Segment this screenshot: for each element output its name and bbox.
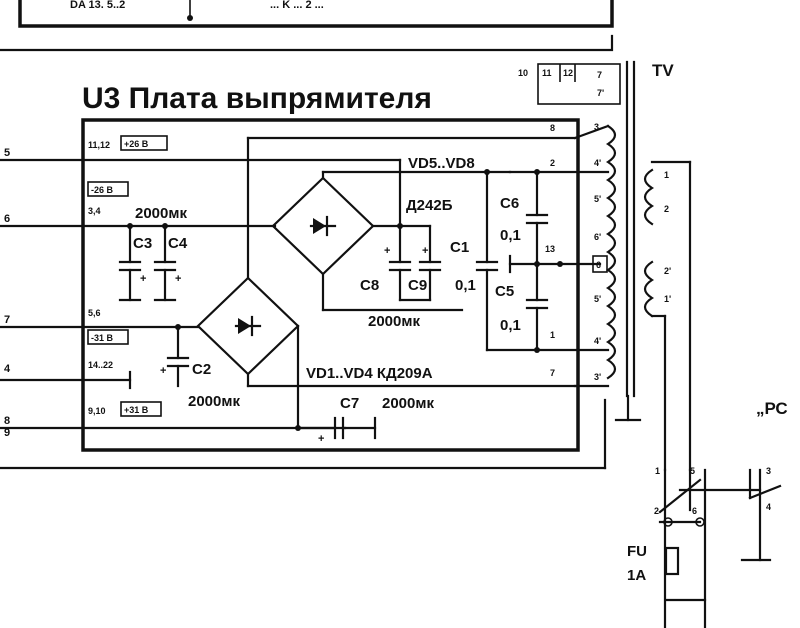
board-pin-11-12: 11,12 [88,140,110,150]
tv-primary-1p: 1' [664,294,671,304]
c3-label: C3 [133,235,152,252]
c6-label: C6 [500,195,519,212]
badge-plus31: +31 В [124,405,149,415]
tv-primary-1: 1 [664,170,669,180]
c2-value: 2000мк [188,393,240,410]
vd1-vd4-label: VD1..VD4 КД209А [306,365,433,382]
c2-label: C2 [192,361,211,378]
svg-text:+: + [422,245,428,257]
c5-label: C5 [495,283,514,300]
c8-c9-value: 2000мк [368,313,420,330]
board-pin-14-22: 14..22 [88,360,113,370]
capacitors-c6-c5 [508,169,602,353]
top-partial-left: DA 13. 5..2 [70,0,125,11]
svg-text:+: + [384,245,390,257]
board-pin-5-6: 5,6 [88,308,101,318]
tv-pin-11: 11 [542,68,552,78]
left-pin-6: 6 [4,213,10,225]
right-partial-label: „РС [756,399,788,418]
svg-text:+: + [175,273,181,285]
switch-and-fuse [658,468,782,628]
c3-c4-value: 2000мк [135,205,187,222]
badge-minus26: -26 В [91,185,114,195]
tv-winding-6: 6 [596,260,601,270]
switch-pin-4: 4 [766,502,771,512]
tv-winding-4b: 4' [594,336,601,346]
c5-value: 0,1 [500,317,521,334]
tv-pin-12: 12 [563,68,573,78]
tv-winding-4: 4' [594,158,601,168]
transformer-tv [485,60,692,472]
top-partial-right: ... K ... 2 ... [270,0,324,11]
tv-primary-2: 2 [664,204,669,214]
transformer-name: TV [652,61,674,80]
tv-winding-6p: 6' [594,232,601,242]
capacitor-c7: + [295,416,377,445]
switch-pin-5: 5 [690,466,695,476]
svg-text:+: + [160,365,166,377]
board-pin-13: 13 [545,244,555,254]
tv-winding-3: 3 [594,122,599,132]
tv-winding-5b: 5' [594,294,601,304]
left-pin-9: 9 [4,427,10,439]
board-pin-7: 7 [550,368,555,378]
c4-label: C4 [168,235,188,252]
board-title: U3 Плата выпрямителя [82,82,432,115]
c9-label: C9 [408,277,427,294]
board-pin-3-4: 3,4 [88,206,101,216]
switch-pin-2: 2 [654,506,659,516]
diode-bridge-vd5-vd8 [246,136,577,312]
badge-minus31: -31 В [91,333,114,343]
c7-label: C7 [340,395,359,412]
tv-pin-7: 7 [597,70,602,80]
svg-text:+: + [140,273,146,285]
switch-pin-6: 6 [692,506,697,516]
capacitors-c8-c9: + + [384,223,442,302]
diode-bridge-vd1-vd4 [196,276,577,430]
fuse-name: FU [627,543,647,560]
left-pin-5: 5 [4,147,10,159]
c7-value: 2000мк [382,395,434,412]
board-pin-9-10: 9,10 [88,406,106,416]
switch-pin-3: 3 [766,466,771,476]
tv-pin-10: 10 [518,68,528,78]
tv-pin-7-prime: 7' [597,88,604,98]
board-pin-1: 1 [550,330,555,340]
tv-winding-3b: 3' [594,372,601,382]
c1-label: C1 [450,239,469,256]
tv-primary-2p: 2' [664,266,671,276]
switch-pin-1: 1 [655,466,660,476]
left-pin-7: 7 [4,314,10,326]
vd5-vd8-label: VD5..VD8 [408,155,475,172]
capacitor-c2: + [128,324,190,390]
board-pin-2: 2 [550,158,555,168]
tv-winding-5: 5' [594,194,601,204]
c6-value: 0,1 [500,227,521,244]
c1-value: 0,1 [455,277,476,294]
capacitors-c3-c4: + + [118,223,181,302]
board-outline [81,118,580,452]
capacitor-c1 [475,169,499,352]
badge-plus26: +26 В [124,139,149,149]
d242b-label: Д242Б [406,197,453,214]
left-wires [0,158,607,470]
top-block: DA 13. 5..2 ... K ... 2 ... [0,0,614,52]
board-pin-8: 8 [550,123,555,133]
fuse-value: 1А [627,567,646,584]
c8-label: C8 [360,277,379,294]
left-pin-4: 4 [4,363,11,375]
left-pin-8: 8 [4,415,10,427]
svg-text:+: + [318,433,324,445]
voltage-badges: +26 В -26 В -31 В +31 В [87,135,168,417]
